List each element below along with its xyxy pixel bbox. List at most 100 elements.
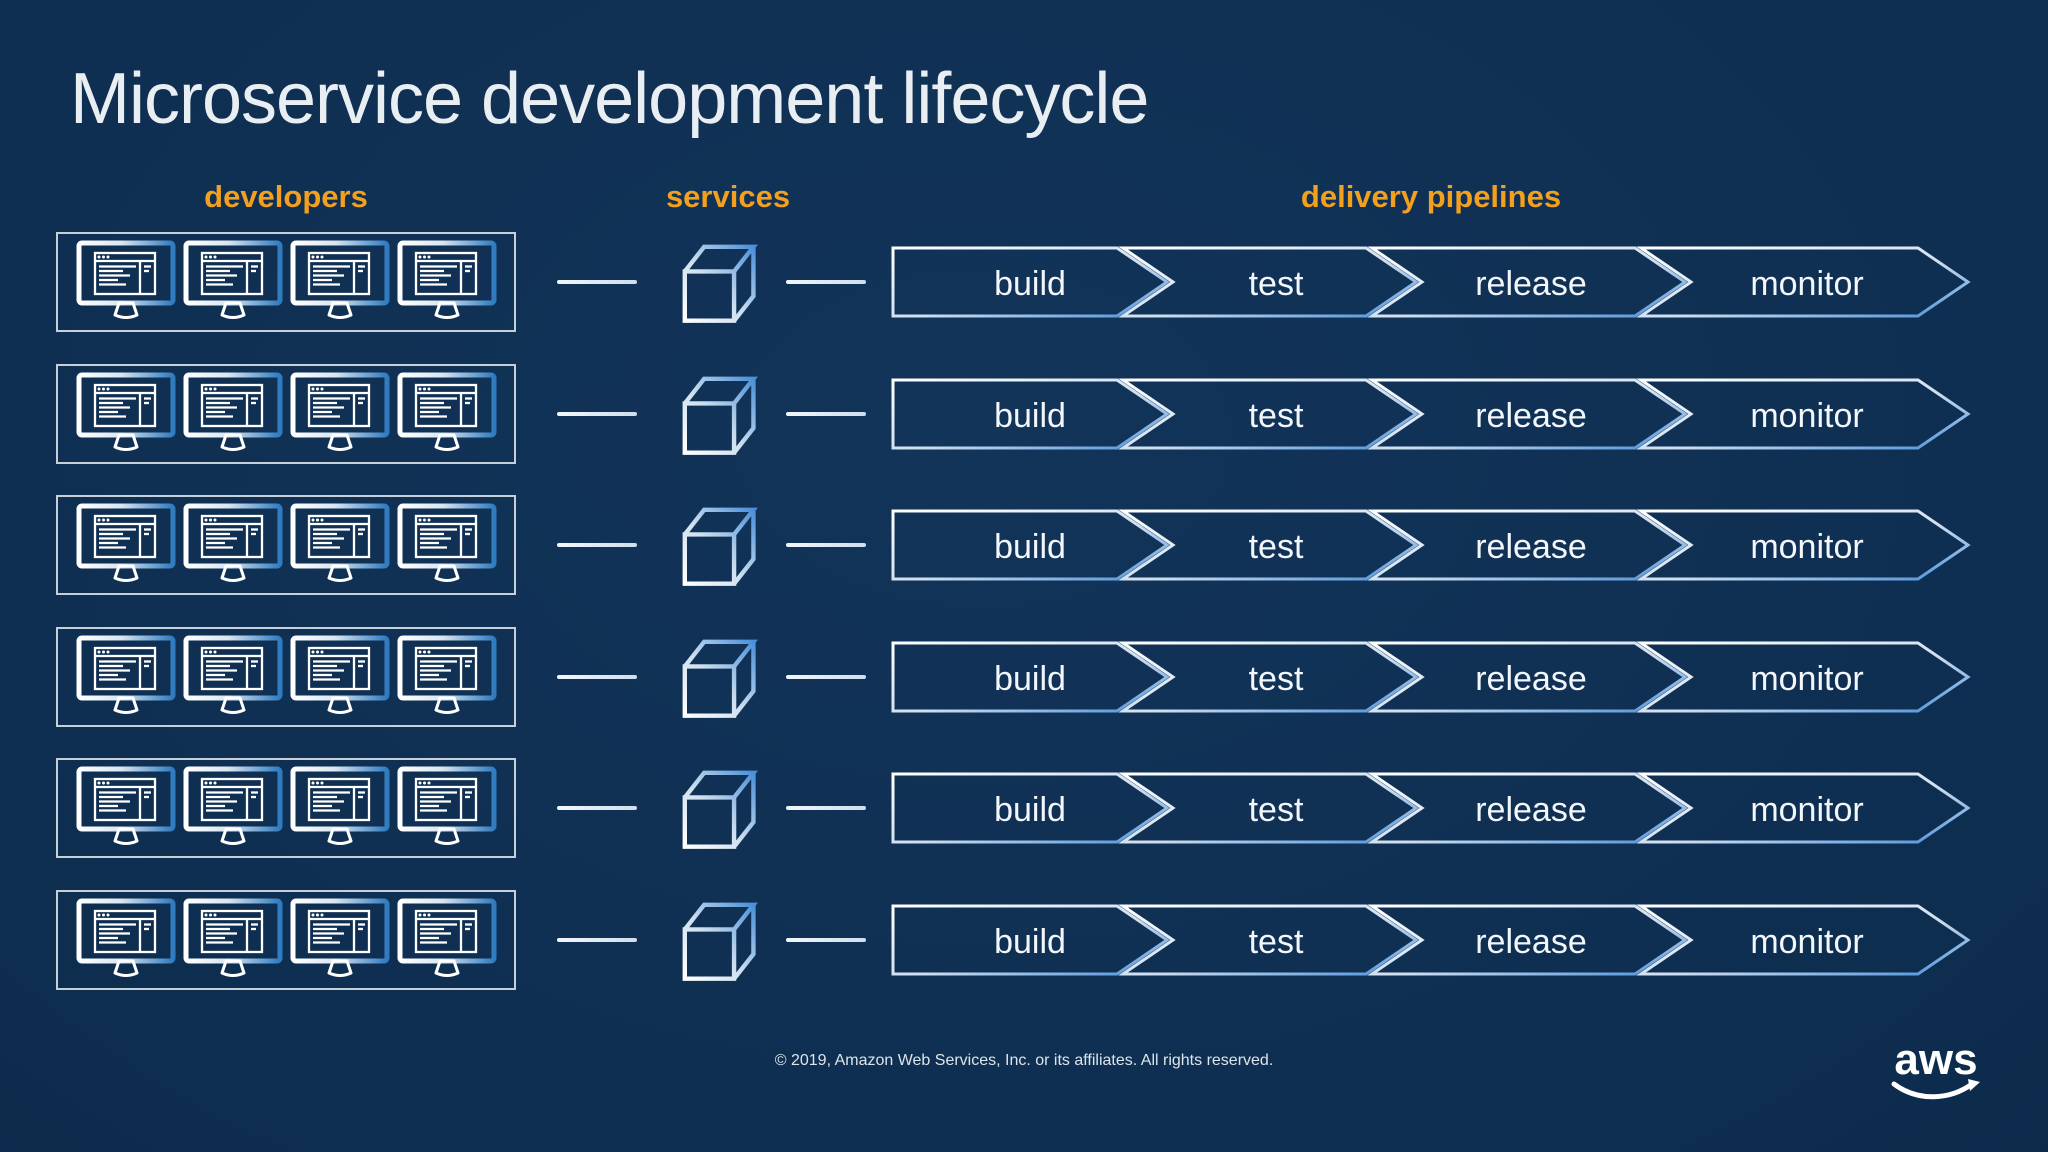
- pipeline-stage-label: build: [994, 528, 1066, 566]
- pipeline-stage-shape: [1636, 641, 1971, 713]
- workstation-monitor-icon: [397, 766, 497, 850]
- pipeline-stage-shape: [1367, 641, 1688, 713]
- pipeline-stage-label: release: [1475, 265, 1587, 303]
- connector-line: [557, 411, 637, 416]
- workstation-monitor-icon: [76, 898, 176, 982]
- aws-logo-text: aws: [1894, 1035, 1978, 1084]
- connector-line: [786, 674, 866, 679]
- workstation-monitor-icon: [183, 240, 283, 324]
- pipeline-stage-label: release: [1475, 660, 1587, 698]
- workstation-monitor-icon: [290, 372, 390, 456]
- pipeline-stage-label: build: [994, 265, 1066, 303]
- cube-icon: [676, 500, 764, 590]
- workstation-monitor-icon: [76, 766, 176, 850]
- connector-line: [557, 280, 637, 284]
- pipeline-stage-shape: [1118, 772, 1419, 844]
- pipeline-stage-label: monitor: [1750, 528, 1863, 566]
- lifecycle-row: build test release monitor: [0, 495, 2048, 596]
- cube-icon: [676, 763, 764, 853]
- pipeline-stage-shape: [1636, 509, 1971, 581]
- developer-workstations-group: [56, 890, 516, 990]
- pipeline-stage-shape: [891, 772, 1170, 844]
- workstation-monitor-icon: [397, 372, 497, 456]
- connector-line: [557, 806, 637, 811]
- pipeline-stage-label: test: [1249, 265, 1304, 303]
- developer-workstations-group: [56, 495, 516, 596]
- developer-workstations-group: [56, 758, 516, 859]
- cube-icon: [676, 237, 764, 327]
- workstation-monitor-icon: [397, 635, 497, 719]
- workstation-monitor-icon: [290, 240, 390, 324]
- pipeline-stage-shape: [1367, 772, 1688, 844]
- delivery-pipeline: build test release monitor: [891, 246, 1971, 318]
- pipeline-stage-label: monitor: [1750, 265, 1863, 303]
- pipeline-stage-label: build: [994, 923, 1066, 961]
- lifecycle-row: build test release monitor: [0, 363, 2048, 464]
- pipeline-stage-shape: [891, 641, 1170, 713]
- pipeline-stage-label: monitor: [1750, 660, 1863, 698]
- workstation-monitor-icon: [397, 240, 497, 324]
- pipeline-stage-label: test: [1249, 660, 1304, 698]
- connector-line: [786, 938, 866, 942]
- pipeline-stage-shape: [1367, 509, 1688, 581]
- pipeline-stage-label: monitor: [1750, 791, 1863, 829]
- page-title: Microservice development lifecycle: [70, 59, 1149, 139]
- pipeline-stage-shape: [891, 509, 1170, 581]
- cube-icon: [676, 895, 764, 985]
- developer-workstations-group: [56, 232, 516, 332]
- pipeline-stage-shape: [1636, 378, 1971, 450]
- developer-workstations-group: [56, 363, 516, 464]
- aws-logo: aws: [1886, 1038, 1986, 1104]
- pipeline-stage-shape: [1636, 246, 1971, 318]
- delivery-pipeline: build test release monitor: [891, 509, 1971, 581]
- pipeline-stage-label: release: [1475, 923, 1587, 961]
- pipeline-stage-label: release: [1475, 528, 1587, 566]
- workstation-monitor-icon: [183, 898, 283, 982]
- connector-line: [786, 411, 866, 416]
- pipeline-stage-label: monitor: [1750, 923, 1863, 961]
- pipeline-stage-label: release: [1475, 397, 1587, 435]
- workstation-monitor-icon: [397, 503, 497, 587]
- pipeline-stage-shape: [1636, 772, 1971, 844]
- cube-icon: [676, 632, 764, 722]
- pipeline-stage-shape: [1367, 904, 1688, 976]
- connector-line: [557, 674, 637, 679]
- pipeline-stage-shape: [1636, 904, 1971, 976]
- connector-line: [557, 938, 637, 942]
- connector-line: [786, 280, 866, 284]
- delivery-pipeline: build test release monitor: [891, 904, 1971, 976]
- aws-smile-icon: [1891, 1079, 1980, 1100]
- pipeline-stage-label: release: [1475, 791, 1587, 829]
- pipeline-stage-label: build: [994, 791, 1066, 829]
- delivery-pipeline: build test release monitor: [891, 772, 1971, 844]
- developer-workstations-group: [56, 626, 516, 727]
- column-header-services: services: [665, 179, 791, 214]
- lifecycle-row: build test release monitor: [0, 626, 2048, 727]
- pipeline-stage-label: test: [1249, 791, 1304, 829]
- pipeline-stage-label: monitor: [1750, 397, 1863, 435]
- pipeline-stage-shape: [1118, 904, 1419, 976]
- pipeline-stage-label: build: [994, 660, 1066, 698]
- workstation-monitor-icon: [76, 635, 176, 719]
- connector-line: [786, 806, 866, 811]
- workstation-monitor-icon: [76, 503, 176, 587]
- pipeline-stage-shape: [1367, 246, 1688, 318]
- pipeline-stage-shape: [891, 904, 1170, 976]
- pipeline-stage-label: test: [1249, 528, 1304, 566]
- workstation-monitor-icon: [290, 503, 390, 587]
- workstation-monitor-icon: [290, 898, 390, 982]
- lifecycle-row: build test release monitor: [0, 758, 2048, 859]
- pipeline-stage-shape: [1118, 246, 1419, 318]
- workstation-monitor-icon: [397, 898, 497, 982]
- workstation-monitor-icon: [290, 635, 390, 719]
- lifecycle-row: build test release monitor: [0, 890, 2048, 990]
- lifecycle-row: build test release monitor: [0, 232, 2048, 332]
- pipeline-stage-shape: [891, 246, 1170, 318]
- pipeline-stage-label: test: [1249, 923, 1304, 961]
- pipeline-stage-shape: [1118, 378, 1419, 450]
- delivery-pipeline: build test release monitor: [891, 641, 1971, 713]
- column-header-delivery-pipelines: delivery pipelines: [1300, 179, 1562, 214]
- pipeline-stage-label: test: [1249, 397, 1304, 435]
- workstation-monitor-icon: [183, 635, 283, 719]
